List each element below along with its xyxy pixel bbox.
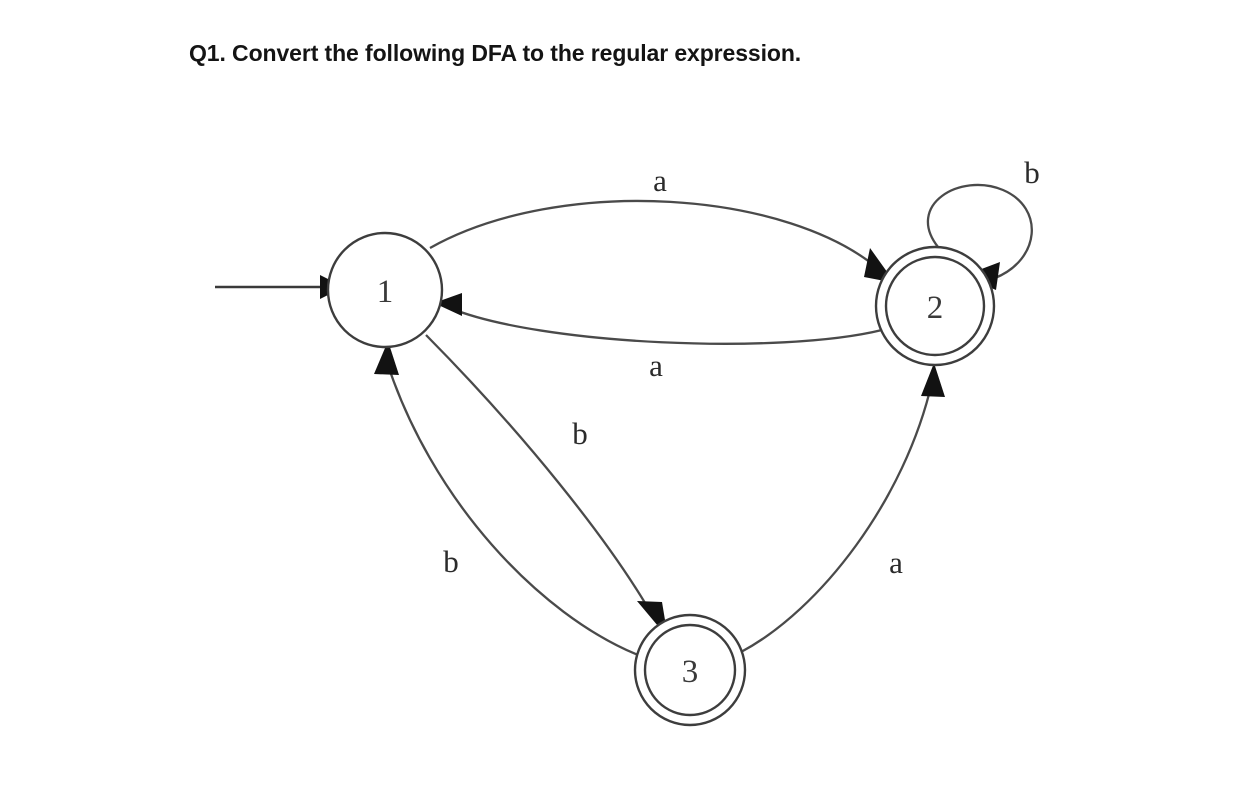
edge-label-2-to-1: a (649, 348, 663, 383)
state-1-label: 1 (377, 274, 394, 310)
state-2-label: 2 (927, 290, 944, 326)
edge-label-1-to-3: b (572, 416, 588, 451)
edge-3-to-2: a (740, 363, 945, 654)
page-title: Q1. Convert the following DFA to the reg… (189, 40, 802, 66)
state-node-1[interactable]: 1 (326, 231, 444, 349)
state-2-outer-circle (874, 245, 996, 367)
edge-2-to-1: a (434, 293, 883, 383)
edge-label-2-self-loop: b (1024, 155, 1040, 190)
edge-2-self-loop-path (926, 184, 1033, 280)
state-1-outer-circle (326, 231, 444, 349)
edge-3-to-1-path (383, 355, 639, 657)
edge-3-to-1-arrowhead (374, 341, 399, 375)
edge-label-3-to-1: b (443, 544, 459, 579)
state-3-inner-circle (643, 623, 737, 717)
edge-1-to-3: b (425, 334, 668, 638)
start-arrow (215, 275, 344, 299)
state-node-3[interactable]: 3 (633, 613, 747, 727)
edge-2-to-1-arrowhead (434, 293, 462, 316)
state-3-label: 3 (682, 654, 699, 690)
state-node-2[interactable]: 2 (874, 245, 996, 367)
edge-3-to-2-path (740, 381, 934, 654)
edge-3-to-1: b (374, 341, 639, 657)
edge-label-3-to-2: a (889, 545, 903, 580)
edge-label-1-to-2: a (653, 163, 667, 198)
edge-3-to-2-arrowhead (921, 363, 945, 397)
edge-1-to-2-path (429, 199, 883, 273)
state-2-inner-circle (884, 255, 986, 357)
state-3-outer-circle (633, 613, 747, 727)
edge-1-to-3-path (425, 334, 657, 621)
edge-2-to-1-path (449, 306, 883, 345)
edge-1-to-2: a (429, 163, 895, 283)
